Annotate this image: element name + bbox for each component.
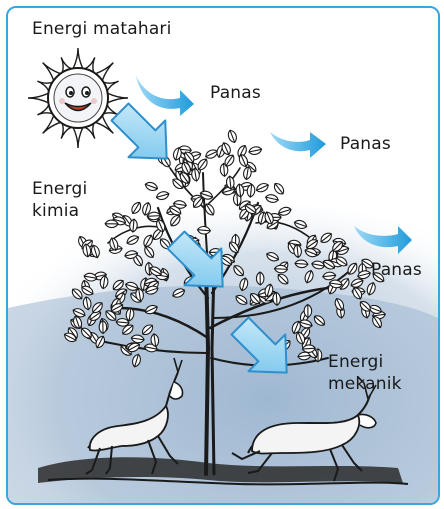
- arrow-icon: [136, 76, 194, 116]
- mechanical-energy-label: Energi mekanik: [328, 351, 402, 395]
- heat-label: Panas: [210, 83, 261, 103]
- mechanical-energy-label-line2: mekanik: [328, 373, 402, 395]
- chemical-energy-label-line2: kimia: [32, 200, 87, 222]
- solar-energy-label: Energi matahari: [32, 19, 172, 39]
- chemical-energy-label: Energi kimia: [32, 178, 87, 222]
- leaf: [227, 129, 239, 144]
- sun-icon: [28, 48, 128, 148]
- leaf: [248, 146, 262, 156]
- leaf: [144, 181, 159, 192]
- leaf: [105, 220, 118, 228]
- heat-label: Panas: [340, 134, 391, 154]
- leaf: [272, 181, 286, 196]
- leaf: [255, 182, 270, 194]
- diagram-frame: Energi matahari Panas Panas Panas Energi…: [6, 6, 440, 505]
- leaf: [265, 193, 279, 203]
- heat-label: Panas: [371, 260, 422, 280]
- arrow-icon: [270, 132, 326, 158]
- leaf: [256, 272, 264, 285]
- leaf: [304, 304, 312, 317]
- chemical-energy-label-line1: Energi: [32, 178, 87, 200]
- mechanical-energy-label-line1: Energi: [328, 351, 402, 373]
- leaf: [99, 320, 107, 333]
- leaf: [155, 190, 170, 201]
